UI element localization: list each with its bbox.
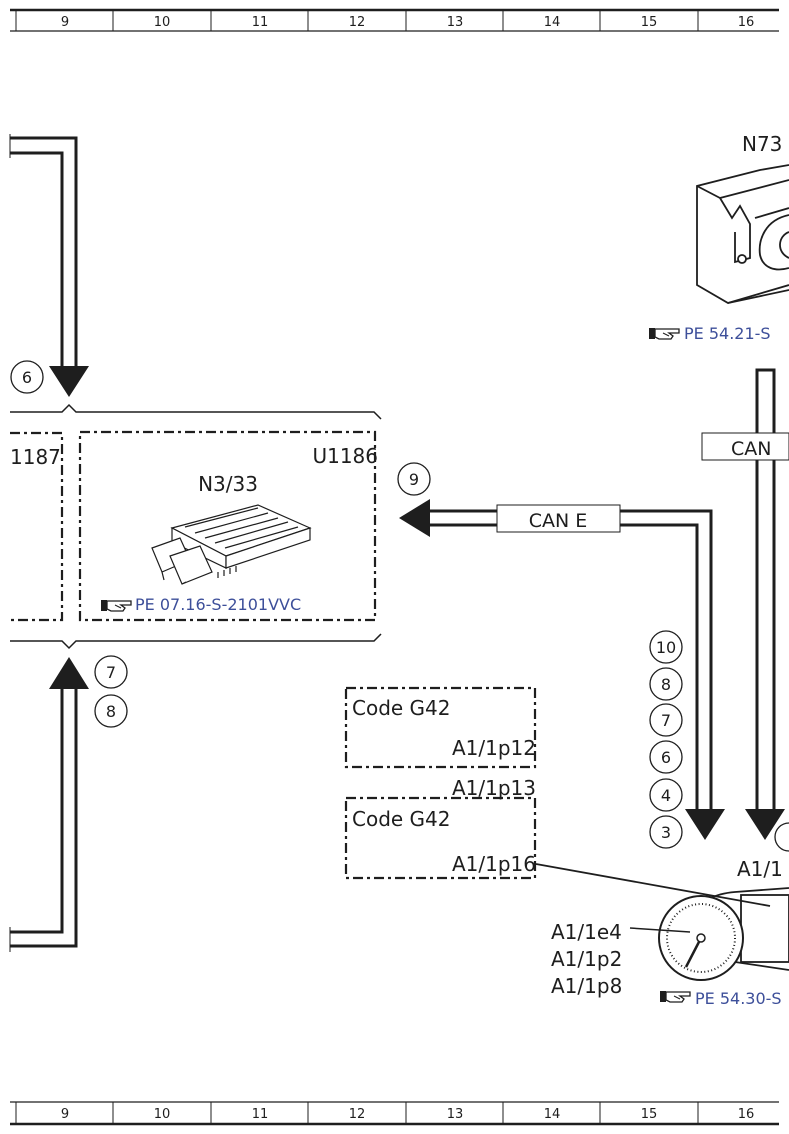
svg-text:7: 7 (106, 663, 116, 682)
code-box-pin: A1/1p12 (452, 736, 536, 760)
code-box: Code G42 A1/1p12 (344, 686, 537, 769)
gauge-reference[interactable]: PE 54.30-S (695, 989, 782, 1008)
grid-label: 11 (252, 1107, 269, 1122)
grid-label: 15 (641, 1107, 658, 1122)
grid-label: 14 (544, 1107, 561, 1122)
top-right-module-name: N73 (742, 132, 782, 156)
circle-marker: 10 (649, 630, 683, 664)
circle-marker: 6 (649, 740, 683, 774)
top-left-double-wire (9, 134, 89, 397)
grid-label: 11 (252, 15, 269, 30)
down-arrow-icon (745, 809, 785, 840)
switch-module-icon (696, 164, 789, 304)
svg-text:6: 6 (22, 368, 32, 387)
grid-label: 9 (61, 15, 69, 30)
grid-label: 10 (154, 15, 171, 30)
can-e-bus: CAN E (399, 499, 725, 840)
grid-label: 9 (61, 1107, 69, 1122)
svg-text:10: 10 (656, 638, 676, 657)
circle-marker: 7 (649, 703, 683, 737)
engine-control-module: U1186 N3/33 PE 07.16-S-2101VVC (78, 430, 378, 622)
gauge-pin-label: A1/1p8 (551, 974, 622, 998)
reference-hand-icon (101, 600, 132, 612)
reference-hand-icon (660, 991, 691, 1003)
grid-label: 12 (349, 15, 366, 30)
bottom-grid-ruler: 9 10 11 12 13 14 15 16 (10, 1101, 779, 1126)
svg-text:4: 4 (661, 786, 671, 805)
down-arrow-icon (49, 366, 89, 397)
code-box: Code G42 A1/1p16 (344, 796, 537, 880)
circle-marker: 4 (649, 778, 683, 812)
grid-label: 16 (738, 15, 755, 30)
cluster-pin-label: A1/1 (737, 857, 783, 881)
svg-text:3: 3 (661, 823, 671, 842)
left-arrow-icon (399, 499, 430, 537)
ecu-unit-icon (151, 504, 312, 585)
bottom-left-double-wire (9, 657, 89, 952)
code-box-title: Code G42 (352, 807, 451, 831)
grid-label: 14 (544, 15, 561, 30)
pin-label: A1/1p13 (452, 776, 536, 800)
circle-marker: 9 (397, 462, 431, 496)
up-arrow-icon (49, 657, 89, 689)
gauge-pin-label: A1/1p2 (551, 947, 622, 971)
circle-marker: 8 (649, 667, 683, 701)
grid-label: 13 (447, 1107, 464, 1122)
module-group-bracket (10, 403, 382, 650)
grid-label: 13 (447, 15, 464, 30)
module-reference[interactable]: PE 07.16-S-2101VVC (135, 595, 301, 614)
code-box-title: Code G42 (352, 696, 451, 720)
circle-marker: 6 (10, 360, 44, 394)
left-module-code: 1187 (10, 445, 61, 469)
svg-text:6: 6 (661, 748, 671, 767)
grid-label: 10 (154, 1107, 171, 1122)
can-e-label: CAN E (529, 510, 588, 532)
module-name: N3/33 (198, 472, 258, 496)
svg-text:8: 8 (106, 702, 116, 721)
gauge-pin-label: A1/1e4 (551, 920, 622, 944)
svg-text:9: 9 (409, 470, 419, 489)
module-code: U1186 (312, 444, 378, 468)
grid-label: 15 (641, 15, 658, 30)
can-label-right: CAN (731, 438, 771, 460)
right-can-wire: CAN (701, 368, 789, 852)
instrument-cluster: A1/1 A1/1e4 A1/1p2 A1/1p8 PE 54.30-S (535, 857, 789, 1008)
code-box-pin: A1/1p16 (452, 852, 536, 876)
svg-text:8: 8 (661, 675, 671, 694)
grid-label: 12 (349, 1107, 366, 1122)
circle-marker: 8 (94, 694, 128, 728)
grid-label: 16 (738, 1107, 755, 1122)
gauge-icon (658, 895, 744, 981)
svg-text:7: 7 (661, 711, 671, 730)
top-grid-ruler: 9 10 11 12 13 14 15 16 (10, 8, 779, 32)
down-arrow-icon (685, 809, 725, 840)
reference-hand-icon (649, 328, 680, 340)
circle-marker: 7 (94, 655, 128, 689)
top-right-module-reference[interactable]: PE 54.21-S (684, 324, 771, 343)
circle-marker: 3 (649, 815, 683, 849)
top-right-module: N73 PE 54.21-S (649, 132, 789, 343)
left-partial-module: 1187 (10, 431, 64, 622)
